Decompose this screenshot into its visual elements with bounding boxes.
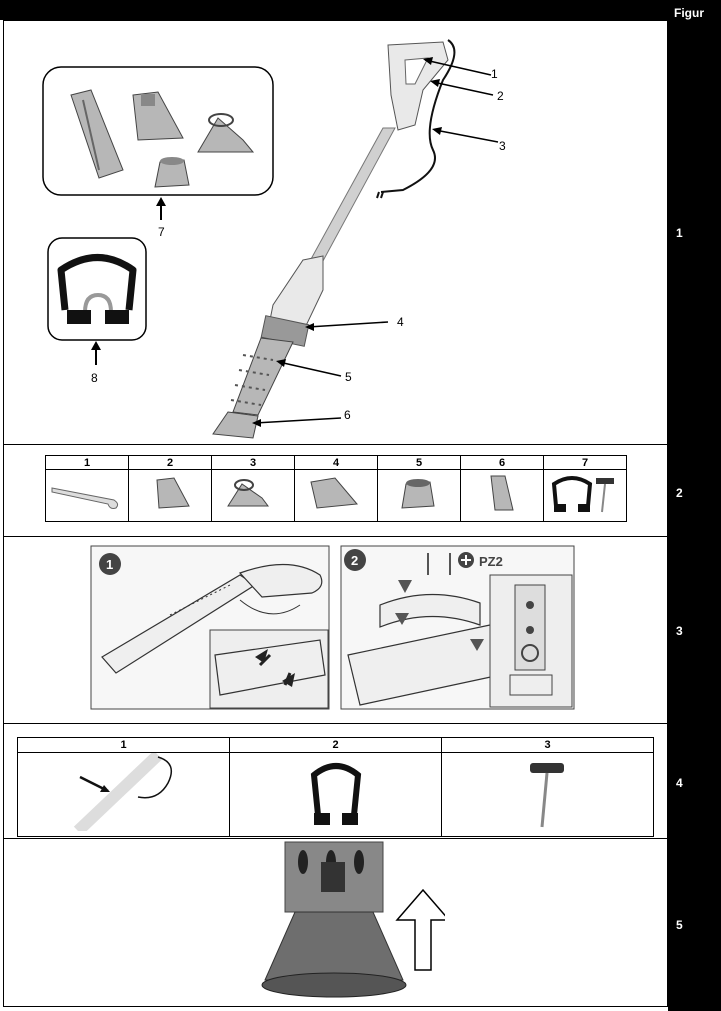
step-badge (99, 553, 121, 575)
outline-up-arrow-icon (395, 888, 445, 971)
parts-table-fig2: 1 2 3 4 5 6 7 (45, 455, 627, 522)
callout-3: 3 (499, 139, 506, 153)
handle-icon (310, 763, 362, 825)
arrow-icon (255, 649, 268, 663)
part-cell (229, 752, 442, 837)
callout-5: 5 (345, 370, 352, 384)
arrow-icon (423, 57, 433, 65)
column-header: 6 (460, 455, 544, 470)
arrow-icon (276, 359, 286, 367)
column-header: 2 (229, 737, 442, 753)
figure-heading: Figur (674, 6, 704, 20)
step-2-label: 2 (351, 553, 358, 568)
part-cell (377, 469, 461, 522)
part-cell (211, 469, 295, 522)
arrow-icon (432, 127, 442, 135)
column-header: 3 (211, 455, 295, 470)
arrow-icon (282, 673, 295, 687)
nozzle-flat-icon (490, 475, 514, 511)
part-cell (441, 752, 654, 837)
figure-number-1: 1 (676, 226, 683, 240)
column-header: 1 (17, 737, 230, 753)
arrow-icon (395, 613, 409, 625)
screw-icons (427, 553, 451, 575)
divider (3, 444, 668, 445)
knob-screw-icon (530, 763, 564, 828)
figure-number-4: 4 (676, 776, 683, 790)
parts-table-fig4: 1 2 3 (17, 737, 654, 837)
callout-1: 1 (491, 67, 498, 81)
top-black-bar (0, 0, 721, 20)
column-header: 1 (45, 455, 129, 470)
arrow-icon (470, 639, 484, 651)
screwdriver-label: PZ2 (479, 554, 503, 569)
nozzle-cone-icon (401, 479, 435, 509)
part-cell (543, 469, 627, 522)
column-header: 5 (377, 455, 461, 470)
wrench-icon (51, 487, 119, 509)
figure-1-illustration: 7 8 1 2 3 4 5 6 (42, 39, 506, 439)
nozzle-spoon-icon (227, 479, 269, 507)
divider (3, 536, 668, 537)
plus-circle-icon (458, 552, 474, 568)
divider (3, 838, 668, 839)
part-cell (460, 469, 544, 522)
nozzle-cone-icon (154, 157, 190, 188)
arrow-icon (305, 323, 314, 331)
figure-number-5: 5 (676, 918, 683, 932)
arrow-icon (156, 197, 166, 206)
part-cell (17, 750, 230, 837)
callout-6: 6 (344, 408, 351, 422)
nozzle-reflector-icon (132, 91, 184, 141)
tool-handle-cord-icon (73, 750, 173, 836)
assembly-step-2-image: 2 PZ2 (340, 545, 575, 710)
nozzle-spoon-icon (197, 113, 255, 153)
arrow-icon (430, 79, 440, 87)
callout-7: 7 (158, 225, 165, 239)
nozzle-wide-icon (310, 477, 358, 509)
step-badge (344, 549, 366, 571)
divider (3, 723, 668, 724)
callout-8: 8 (91, 371, 98, 385)
part-cell (294, 469, 378, 522)
arrow-icon (91, 341, 101, 350)
heat-gun-tool-icon (212, 39, 456, 439)
figure-number-3: 3 (676, 624, 683, 638)
figure-sidebar (668, 0, 721, 1011)
part-cell (45, 469, 129, 522)
arrow-icon (398, 580, 412, 593)
handle-icon (57, 254, 137, 324)
heat-gun-sketch-icon (101, 563, 323, 674)
handle-and-knob-icon (551, 476, 614, 513)
nozzle-wide-icon (70, 89, 124, 179)
assembly-step-1-image: 1 (90, 545, 330, 710)
callout-4: 4 (397, 315, 404, 329)
column-header: 3 (441, 737, 654, 753)
column-header: 2 (128, 455, 212, 470)
nozzle-reflector-icon (156, 477, 190, 509)
part-cell (128, 469, 212, 522)
figure-number-2: 2 (676, 486, 683, 500)
step-1-label: 1 (106, 557, 113, 572)
column-header: 4 (294, 455, 378, 470)
callout-2: 2 (497, 89, 504, 103)
arrow-icon (252, 419, 261, 427)
column-header: 7 (543, 455, 627, 470)
arrow-icon (100, 785, 110, 792)
nozzle-fitting-image (261, 841, 445, 998)
page-frame (3, 20, 668, 1007)
